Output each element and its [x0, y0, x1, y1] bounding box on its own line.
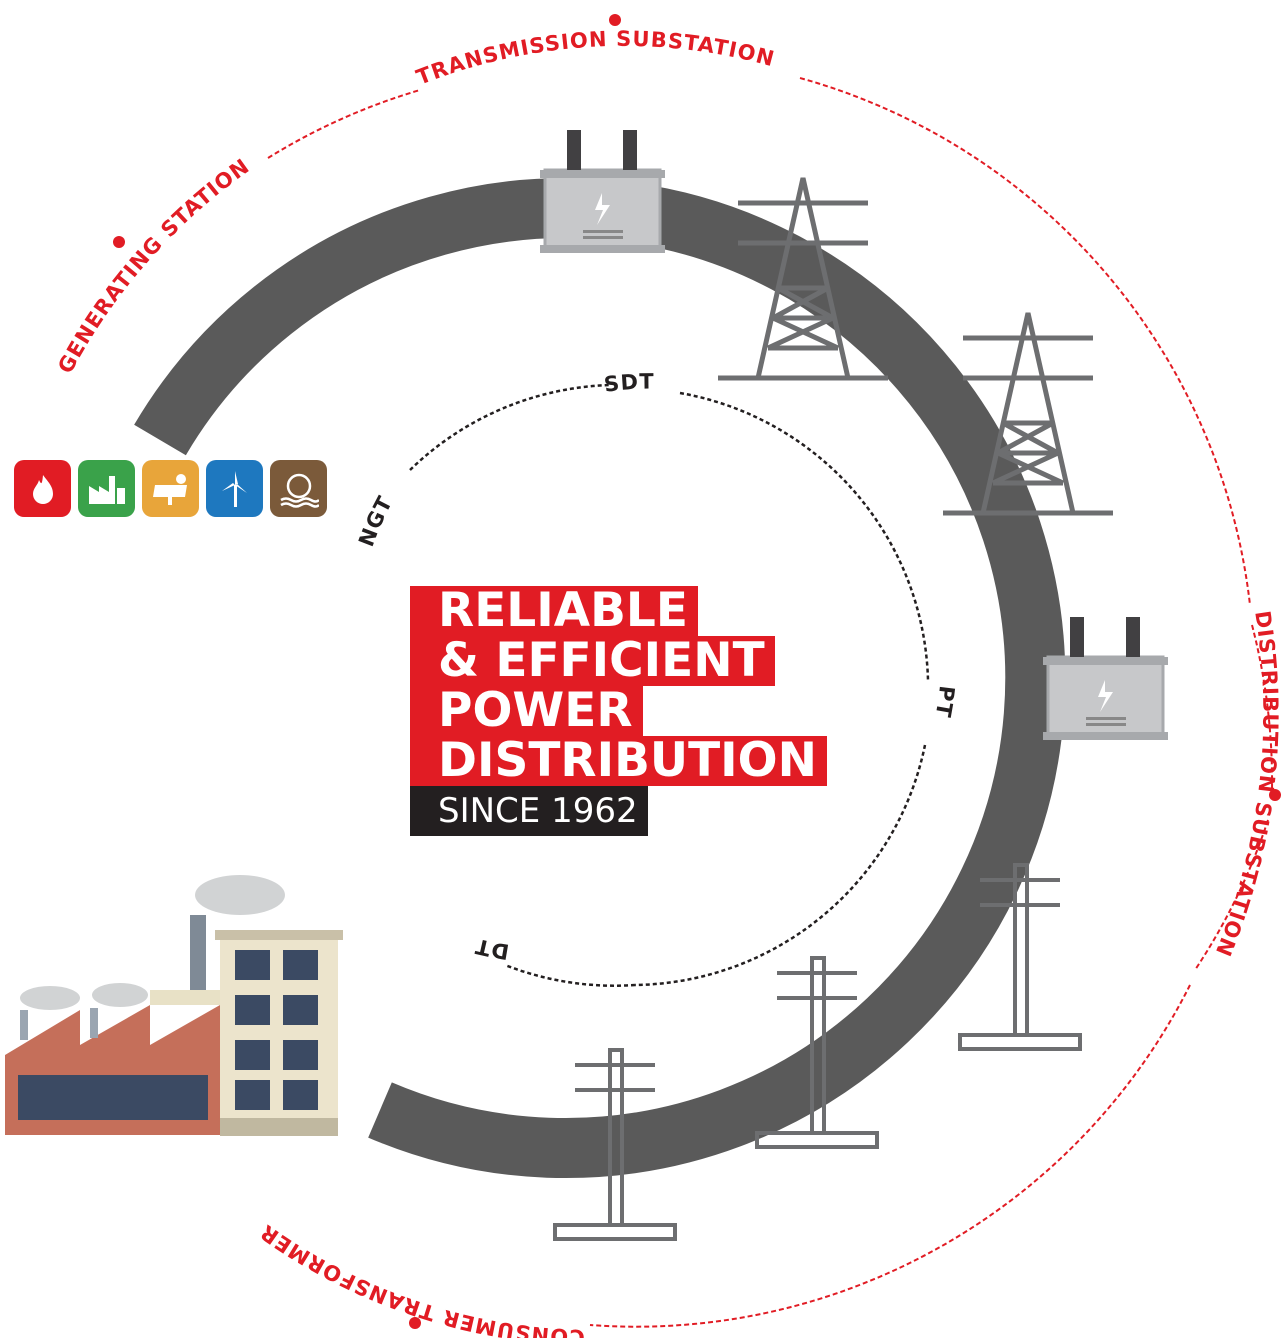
inner-dashed-ring — [409, 383, 930, 987]
headline-line-3: POWER — [410, 686, 643, 736]
utility-pole-icon — [553, 1048, 677, 1241]
utility-pole-icon — [958, 863, 1082, 1051]
label-transmission-substation: TRANSMISSION SUBSTATION — [413, 27, 777, 90]
label-ngt: NGT — [354, 492, 397, 550]
flame-icon — [14, 460, 71, 517]
outer-dot-left — [113, 236, 125, 248]
factory-icon — [78, 460, 135, 517]
label-distribution-substation: DISTRIBUTION SUBSTATION — [1211, 609, 1283, 960]
factory-building-icon — [5, 875, 343, 1136]
solar-panel-icon — [142, 460, 199, 517]
wind-turbine-icon — [206, 460, 263, 517]
headline-block: RELIABLE & EFFICIENT POWER DISTRIBUTION … — [410, 586, 827, 836]
label-pt: PT — [930, 684, 958, 719]
power-flow-ring — [134, 178, 1066, 1178]
since-badge: SINCE 1962 — [410, 786, 648, 836]
label-consumer-transformer: CONSUMER TRANSFORMER — [255, 1219, 585, 1338]
transformer-icon — [1043, 617, 1168, 740]
hydro-icon — [270, 460, 327, 517]
transformer-icon — [540, 130, 665, 253]
outer-dot-bottom — [409, 1317, 421, 1329]
generation-sources — [14, 460, 327, 517]
outer-dot-right — [1269, 789, 1281, 801]
utility-pole-icon — [755, 956, 879, 1149]
transmission-tower-icon — [943, 312, 1113, 516]
transmission-tower-icon — [718, 177, 888, 381]
headline-line-4: DISTRIBUTION — [410, 736, 827, 786]
headline-line-2: & EFFICIENT — [410, 636, 775, 686]
headline-line-1: RELIABLE — [410, 586, 698, 636]
label-sdt: SDT — [603, 369, 655, 396]
outer-dashed-ring — [267, 77, 1274, 1328]
label-dt: DT — [473, 934, 511, 964]
outer-dot-top — [609, 14, 621, 26]
